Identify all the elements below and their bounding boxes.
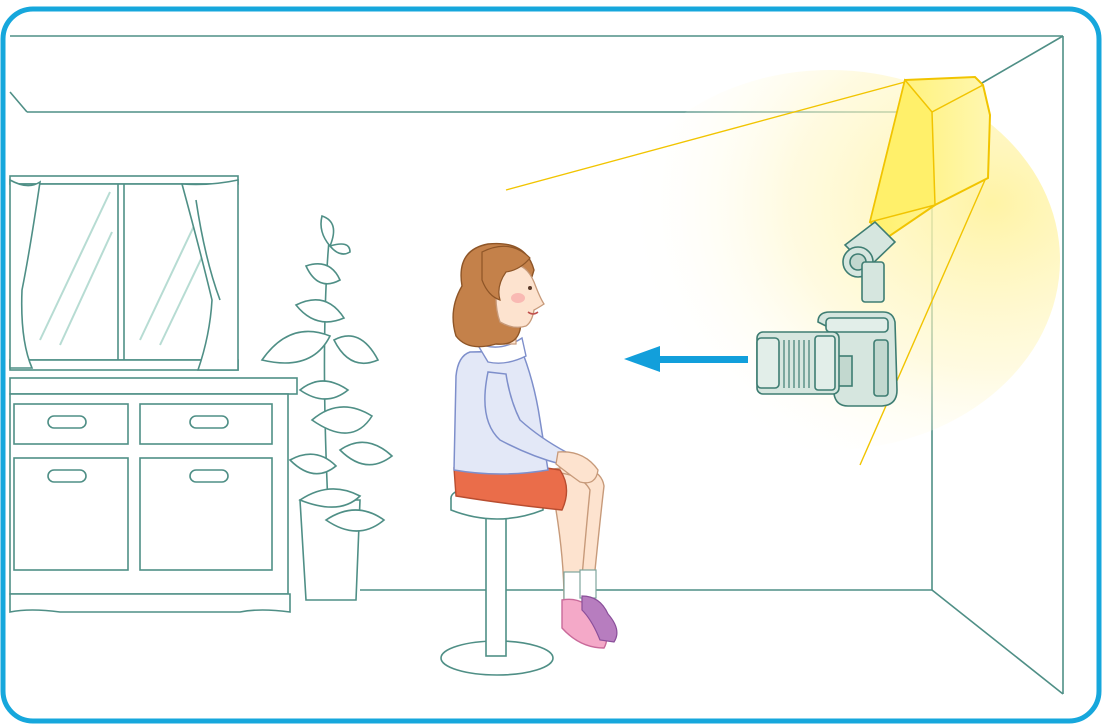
cabinet: [10, 378, 297, 612]
